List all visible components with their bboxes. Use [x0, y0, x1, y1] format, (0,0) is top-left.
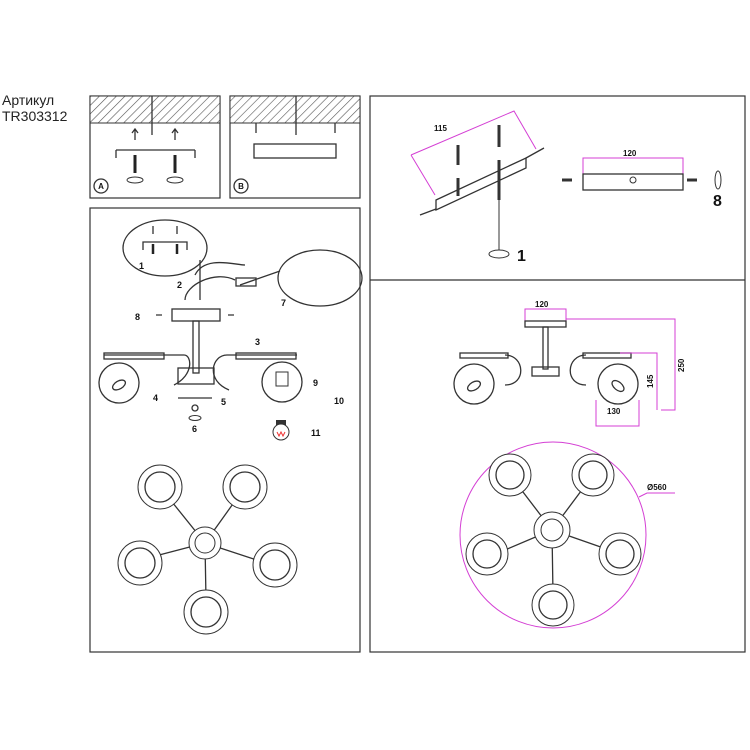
panel-step-b: B [229, 95, 361, 199]
dim-height-250: 250 [677, 358, 686, 372]
step-8-label: 8 [713, 193, 722, 210]
step-a-badge [93, 178, 109, 194]
step-b-badge [233, 178, 249, 194]
article-label: Артикул [2, 92, 55, 108]
callout-11: 11 [311, 428, 321, 438]
dim-diameter: Ø560 [647, 483, 667, 492]
dim-plate-120: 120 [623, 149, 637, 158]
dim-bracket-115: 115 [434, 124, 447, 133]
dim-base-120: 120 [535, 300, 549, 309]
callout-1: 1 [139, 261, 144, 271]
callout-8: 8 [135, 312, 140, 322]
callout-4: 4 [153, 393, 158, 403]
step-1-label: 1 [517, 248, 526, 265]
callout-9: 9 [313, 378, 318, 388]
step-b-label: B [238, 182, 244, 191]
callout-3: 3 [255, 337, 260, 347]
assembly-top-view [117, 464, 298, 635]
callout-2: 2 [177, 280, 182, 290]
step-a-label: A [98, 182, 104, 191]
panel-dimensions: 115 1 120 8 120 250 145 130 Ø560 [369, 95, 746, 653]
dim-height-145: 145 [646, 374, 655, 388]
panel-step-a: A [89, 95, 221, 199]
dim-shade-130: 130 [607, 407, 621, 416]
dimension-top-view [465, 453, 642, 627]
callout-5: 5 [221, 397, 226, 407]
article-code: TR303312 [2, 108, 68, 124]
panel-assembly: 1 2 3 4 5 6 7 8 9 10 11 [89, 207, 363, 653]
callout-6: 6 [192, 424, 197, 434]
article-info: Артикул TR303312 [2, 92, 67, 124]
callout-7: 7 [281, 298, 286, 308]
callout-10: 10 [334, 396, 344, 406]
